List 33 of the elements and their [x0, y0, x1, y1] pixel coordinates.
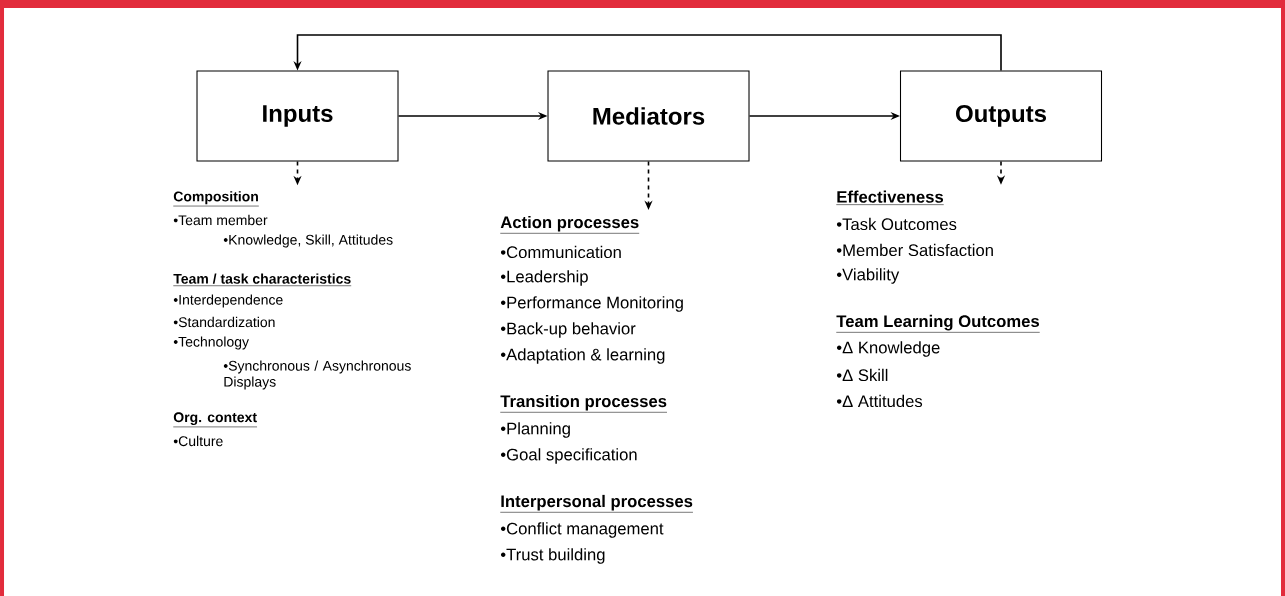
- list-item: •Performance Monitoring: [500, 296, 683, 312]
- section-heading: Team Learning Outcomes: [836, 314, 1040, 333]
- section-heading: Team / task characteristics: [173, 273, 352, 286]
- section-heading: Action processes: [500, 215, 640, 234]
- process-box: Outputs: [899, 70, 1103, 162]
- list-item: •Conflict management: [500, 522, 664, 538]
- list-item: •Δ Skill: [836, 368, 888, 382]
- list-item: •Viability: [836, 268, 900, 284]
- list-item: •Δ Knowledge: [836, 341, 940, 357]
- list-item: •Communication: [500, 245, 621, 259]
- list-item: •Leadership: [500, 270, 588, 286]
- list-item: •Task Outcomes: [836, 217, 957, 231]
- list-item: •Adaptation & learning: [500, 348, 665, 364]
- list-item: •Member Satisfaction: [836, 243, 993, 257]
- list-item: •Back-up behavior: [500, 322, 636, 338]
- section-heading: Interpersonal processes: [500, 494, 694, 513]
- list-item: •Goal specification: [500, 448, 637, 464]
- process-box: Inputs: [196, 70, 399, 162]
- list-item: •Technology: [173, 336, 249, 350]
- list-item: •Δ Attitudes: [836, 394, 923, 408]
- section-heading: Composition: [173, 191, 260, 207]
- list-item: •Trust building: [500, 548, 605, 564]
- list-item: •Knowledge, Skill, Attitudes: [223, 234, 393, 248]
- section-heading: Transition processes: [500, 394, 668, 413]
- list-item: •Culture: [173, 435, 223, 447]
- list-item: •Standardization: [173, 316, 275, 328]
- list-item: •Team member: [173, 214, 268, 226]
- list-item: •Planning: [500, 422, 570, 438]
- list-item: •Synchronous / Asynchronous Displays: [223, 360, 411, 390]
- section-heading: Org. context: [173, 412, 258, 428]
- list-item: •Interdependence: [173, 294, 283, 308]
- process-box: Mediators: [547, 70, 750, 162]
- section-heading: Effectiveness: [836, 190, 944, 205]
